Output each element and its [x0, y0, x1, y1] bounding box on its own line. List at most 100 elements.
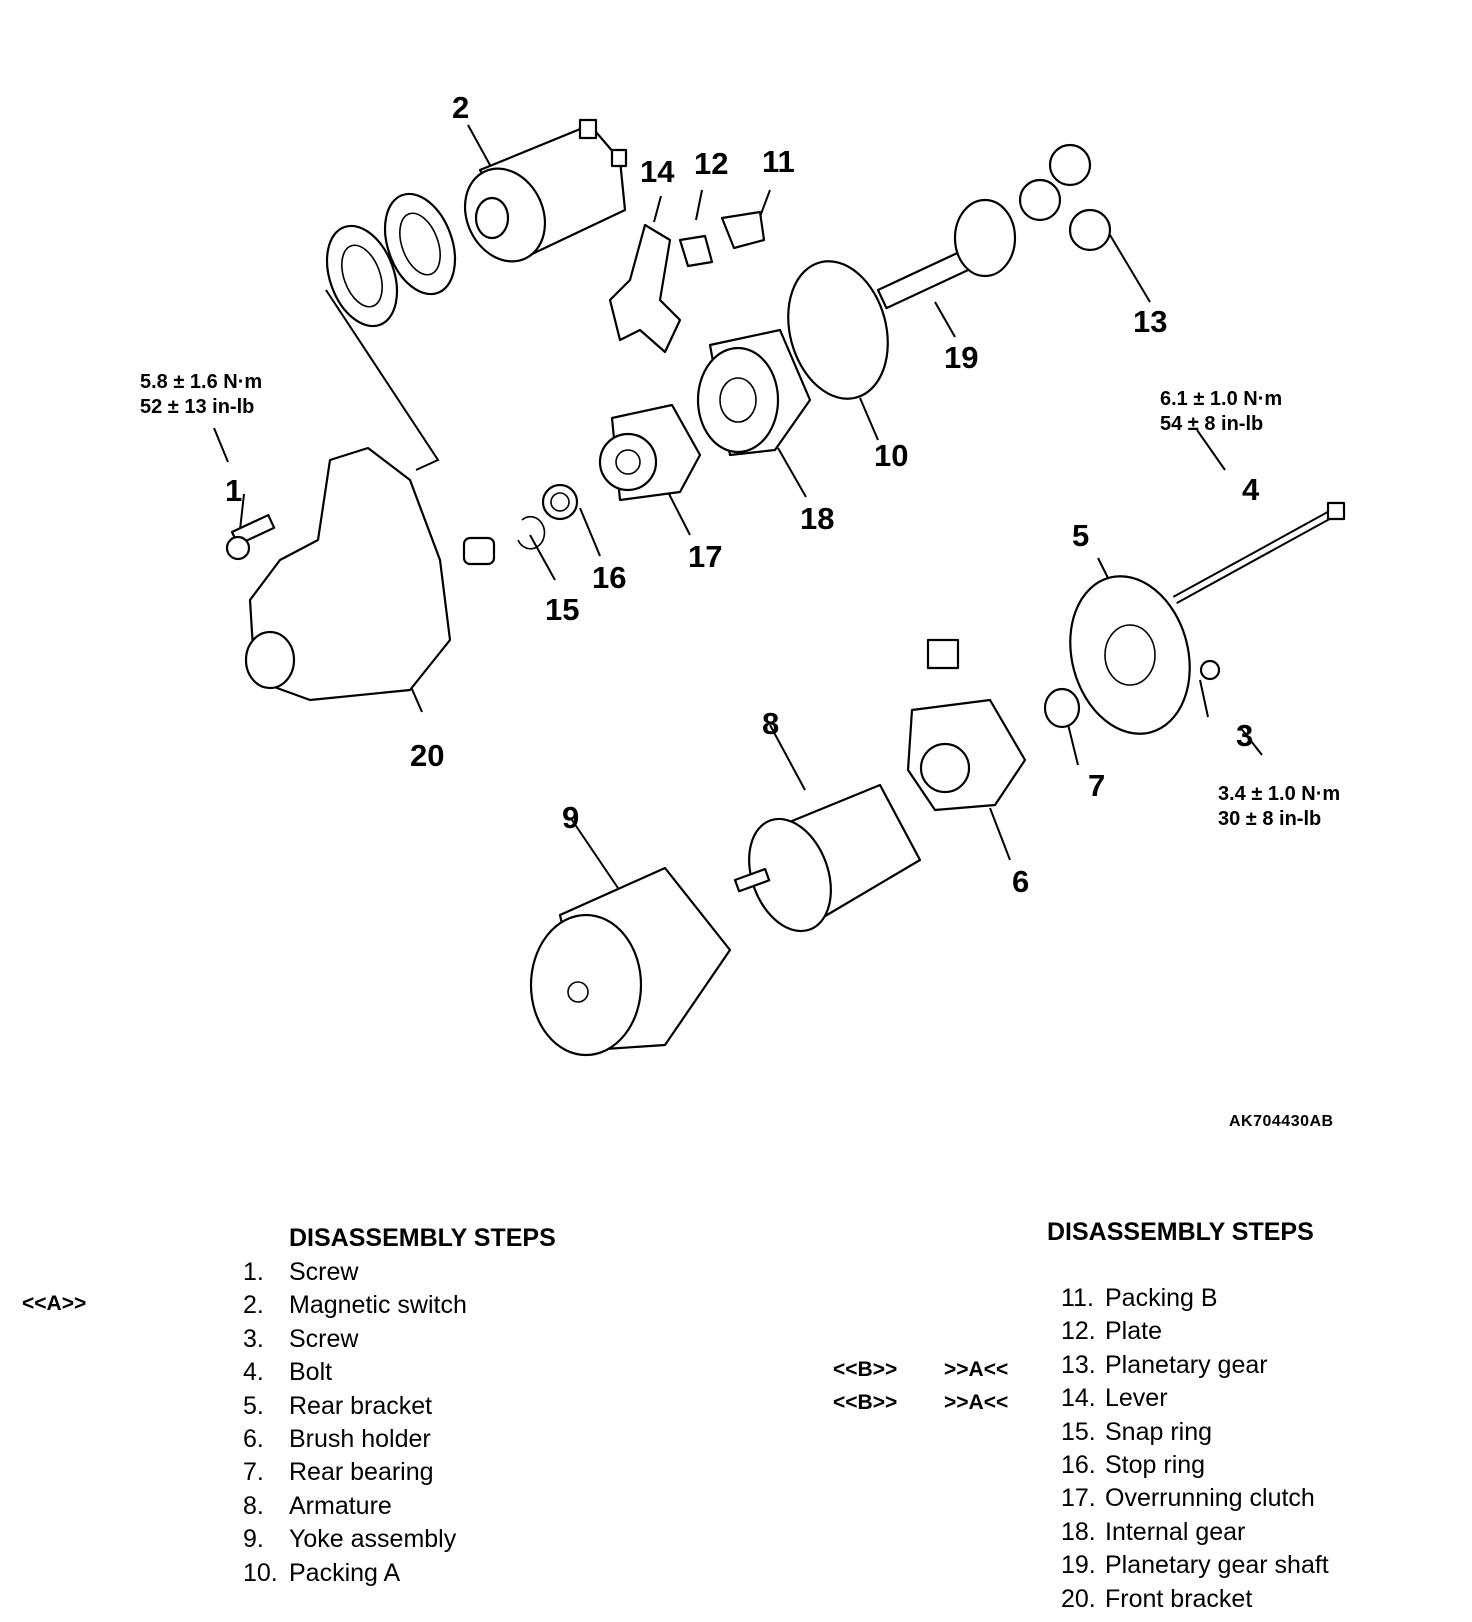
callout-13: 13: [1133, 304, 1168, 339]
step-label: Magnetic switch: [289, 1291, 467, 1320]
step-number: 1.: [243, 1258, 264, 1286]
torque-imperial: 30 ± 8 in-lb: [1218, 808, 1322, 830]
step-number: 12.: [1061, 1317, 1096, 1346]
brush-holder-shape: [906, 638, 1027, 812]
callout-12: 12: [694, 146, 729, 181]
starter-motor-drawing: [213, 118, 1346, 1057]
left-steps-title: DISASSEMBLY STEPS: [289, 1224, 556, 1252]
step-number: 9.: [243, 1525, 264, 1554]
list-item: 4. Bolt: [243, 1356, 467, 1389]
step-label: Packing B: [1105, 1284, 1218, 1312]
rear-bearing-shape: [1043, 687, 1081, 729]
left-step-mark-2: <<A>>: [22, 1292, 87, 1315]
step-label: Overrunning clutch: [1105, 1484, 1315, 1513]
lever-shape: [608, 223, 682, 354]
callout-19: 19: [944, 340, 979, 375]
step-label: Screw: [289, 1258, 359, 1286]
list-item: 8. Armature: [243, 1490, 467, 1523]
list-item: 19.Planetary gear shaft: [1061, 1549, 1329, 1582]
list-item: 16. Stop ring: [1061, 1449, 1329, 1482]
step-number: 7.: [243, 1458, 264, 1487]
torque-metric: 3.4 ± 1.0 N·m: [1218, 783, 1341, 805]
rear-bracket-shape: [1069, 575, 1191, 735]
callout-17: 17: [688, 539, 723, 574]
callout-6: 6: [1012, 864, 1030, 899]
left-steps-list: 1. Screw 2. Magnetic switch 3. Screw 4. Bolt…: [243, 1256, 467, 1590]
torque-spec-screw-1: 5.8 ± 1.6 N·m 52 ± 13 in-lb: [140, 370, 262, 420]
step-label: Internal gear: [1105, 1517, 1246, 1546]
planetary-gear-shaft-shape: [876, 198, 1017, 310]
callout-10: 10: [874, 438, 909, 473]
step-number: 2.: [243, 1291, 264, 1320]
step-label: Snap ring: [1105, 1417, 1213, 1446]
overrunning-clutch-shape: [598, 403, 702, 502]
step-label: Rear bearing: [289, 1458, 434, 1487]
step-label: Armature: [289, 1491, 392, 1520]
step-number: 16.: [1061, 1450, 1096, 1479]
planetary-gears-shape: [1018, 143, 1112, 252]
step-number: 11.: [1061, 1284, 1094, 1312]
front-bracket-shape: [248, 446, 452, 702]
gasket-shapes: [325, 192, 457, 328]
screw-1-shape: [225, 513, 276, 561]
bolt-4-shape: [1172, 501, 1346, 604]
list-item: 2. Magnetic switch: [243, 1289, 467, 1322]
exploded-view-diagram: 1 2 3 4 5 6 7 8 9 10 11 12 13 14 15 16 1…: [140, 90, 1346, 1130]
step-label: Stop ring: [1105, 1450, 1206, 1479]
right-step-mark-b-14: <<B>>: [833, 1391, 898, 1414]
callout-16: 16: [592, 560, 627, 595]
callout-8: 8: [762, 706, 780, 741]
step-number: 10.: [243, 1558, 278, 1587]
right-step-mark-a-13: >>A<<: [944, 1358, 1009, 1381]
callout-2: 2: [452, 90, 470, 125]
step-label: Planetary gear shaft: [1105, 1551, 1329, 1580]
torque-metric: 6.1 ± 1.0 N·m: [1160, 388, 1283, 410]
figure-code: AK704430AB: [1229, 1113, 1334, 1130]
torque-imperial: 54 ± 8 in-lb: [1160, 413, 1264, 435]
torque-spec-bolt-4: 6.1 ± 1.0 N·m 54 ± 8 in-lb: [1160, 387, 1282, 437]
magnetic-switch-shape: [463, 118, 628, 263]
list-item: 17.Overrunning clutch: [1061, 1482, 1329, 1515]
armature-shape: [733, 783, 922, 933]
list-item: 9.Yoke assembly: [243, 1523, 467, 1556]
step-number: 6.: [243, 1424, 264, 1453]
packing-a-shape: [787, 260, 889, 400]
list-item: 7. Rear bearing: [243, 1456, 467, 1489]
callout-9: 9: [562, 800, 580, 835]
right-steps-title: DISASSEMBLY STEPS: [1047, 1218, 1314, 1246]
callout-18: 18: [800, 501, 835, 536]
list-item: 12.Plate: [1061, 1315, 1329, 1348]
list-item: 3. Screw: [243, 1323, 467, 1356]
small-rings: [462, 483, 579, 566]
list-item: 15. Snap ring: [1061, 1416, 1329, 1449]
callout-11: 11: [762, 144, 795, 179]
torque-imperial: 52 ± 13 in-lb: [140, 396, 255, 418]
step-number: 13.: [1061, 1350, 1096, 1379]
internal-gear-shape: [696, 328, 812, 457]
step-number: 8.: [243, 1491, 264, 1520]
list-item: 10. Packing A: [243, 1557, 467, 1590]
step-label: Screw: [289, 1324, 359, 1353]
callout-7: 7: [1088, 768, 1106, 803]
list-item: 13.Planetary gear: [1061, 1349, 1329, 1382]
yoke-assembly-shape: [529, 866, 732, 1057]
list-item: 11. Packing B: [1061, 1282, 1329, 1315]
step-number: 15.: [1061, 1417, 1096, 1446]
list-item: 6. Brush holder: [243, 1423, 467, 1456]
step-label: Brush holder: [289, 1424, 431, 1453]
callout-3: 3: [1236, 718, 1254, 753]
plate-shape: [678, 234, 714, 268]
right-step-mark-b-13: <<B>>: [833, 1358, 898, 1381]
list-item: 1. Screw: [243, 1256, 467, 1289]
step-number: 3.: [243, 1324, 264, 1353]
step-label: Lever: [1105, 1384, 1168, 1413]
right-steps-list: 11. Packing B 12.Plate 13. Planetary gear …: [1061, 1282, 1329, 1616]
step-number: 4.: [243, 1358, 264, 1387]
torque-spec-screw-3: 3.4 ± 1.0 N·m 30 ± 8 in-lb: [1218, 782, 1340, 832]
step-label: Bolt: [289, 1358, 333, 1387]
right-step-mark-a-14: >>A<<: [944, 1391, 1009, 1414]
callout-5: 5: [1072, 518, 1090, 553]
step-label: Packing A: [289, 1558, 401, 1587]
list-item: 5.Rear bracket: [243, 1390, 467, 1423]
callout-20: 20: [410, 738, 445, 773]
